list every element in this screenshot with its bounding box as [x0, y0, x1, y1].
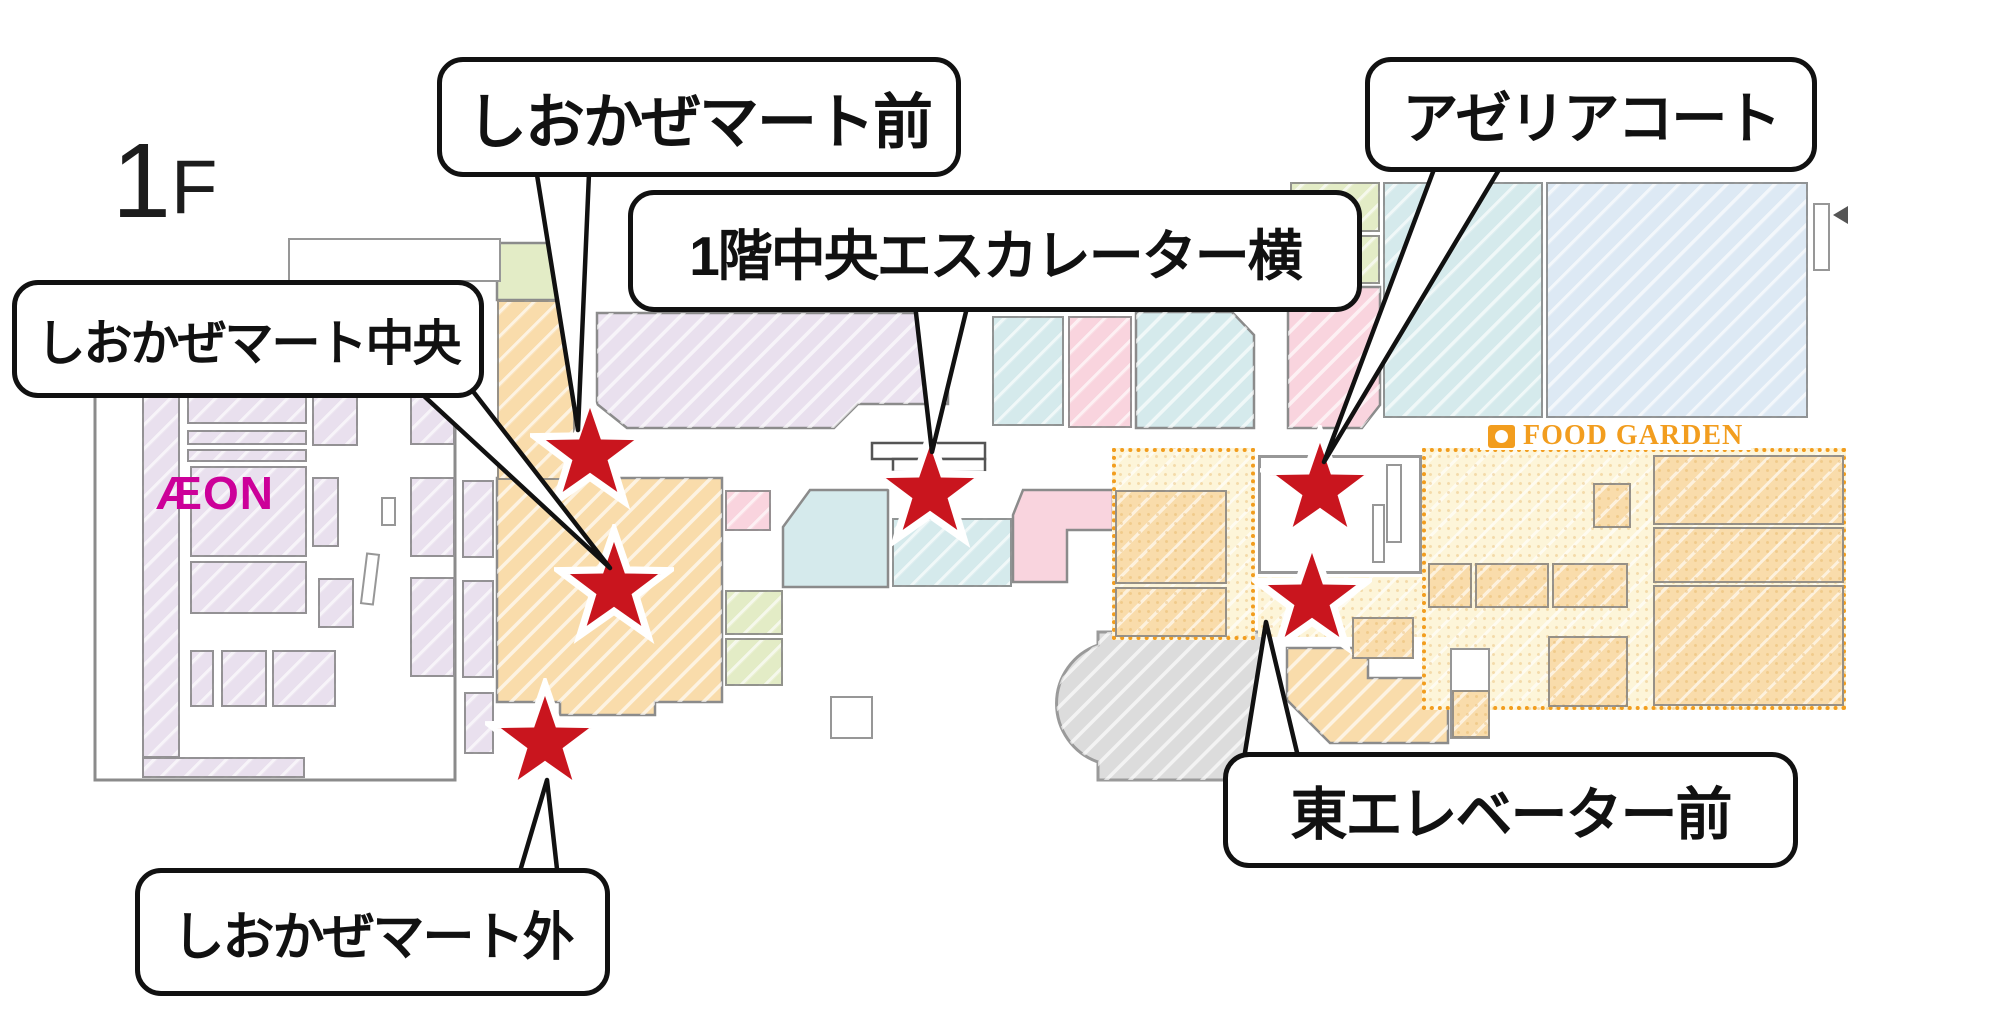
callout-shiokaze-mart-outside: しおかぜマート外	[135, 868, 610, 996]
map-block	[1011, 488, 1115, 584]
map-block	[1428, 563, 1472, 608]
map-block	[410, 392, 455, 445]
star-marker-shiokaze-mart-front	[530, 390, 650, 510]
callout-label: しおかぜマート前	[467, 88, 933, 156]
map-block	[318, 578, 354, 628]
map-block	[1475, 563, 1549, 608]
callout-shiokaze-mart-center: しおかぜマート中央	[12, 280, 484, 398]
map-block	[410, 477, 455, 557]
star-marker-east-elevator	[1252, 535, 1372, 655]
map-block	[190, 650, 214, 707]
map-block	[1115, 490, 1227, 584]
map-block	[1452, 690, 1490, 738]
map-block	[1383, 182, 1543, 418]
elevator-icon	[1372, 504, 1385, 563]
entrance-marker	[1813, 203, 1830, 271]
map-block	[410, 577, 455, 677]
aeon-logo: ÆON	[156, 467, 274, 519]
map-block	[495, 241, 577, 302]
star-marker-shiokaze-mart-outside	[485, 678, 605, 798]
map-block	[462, 580, 494, 678]
map-block	[1546, 182, 1808, 418]
star-marker-azalea-court	[1260, 425, 1380, 545]
callout-azalea-court: アゼリアコート	[1365, 57, 1817, 172]
map-block	[221, 650, 267, 707]
entrance-arrow-icon	[1833, 206, 1848, 224]
map-block	[725, 490, 771, 531]
callout-label: 東エレベーター前	[1290, 783, 1733, 847]
map-block	[312, 392, 358, 446]
map-block	[381, 497, 396, 526]
map-block	[725, 590, 783, 635]
map-block	[1653, 455, 1844, 525]
map-block	[142, 388, 180, 758]
map-block	[1653, 527, 1844, 583]
food-garden-icon	[1488, 424, 1515, 448]
callout-label: しおかぜマート外	[172, 908, 574, 967]
star-marker-escalator-side	[870, 428, 990, 548]
floor-number: 1	[112, 122, 171, 240]
map-block	[190, 561, 307, 614]
map-block	[830, 696, 873, 739]
callout-label: 1階中央エスカレーター横	[689, 225, 1303, 287]
map-block	[272, 650, 336, 707]
food-garden-label: FOOD GARDEN	[1480, 422, 1752, 450]
map-block	[462, 480, 494, 558]
callout-escalator-side: 1階中央エスカレーター横	[628, 190, 1362, 312]
map-block	[725, 638, 783, 686]
map-block	[288, 238, 501, 282]
floor-suffix: F	[170, 145, 217, 230]
map-block	[187, 449, 307, 462]
map-block	[992, 316, 1064, 426]
callout-label: しおかぜマート中央	[36, 316, 461, 371]
map-block	[781, 488, 890, 589]
map-block	[1068, 316, 1132, 428]
elevator-icon	[1386, 464, 1402, 543]
map-block	[190, 466, 307, 557]
map-block	[1593, 483, 1631, 528]
callout-shiokaze-mart-front: しおかぜマート前	[437, 57, 961, 177]
star-marker-shiokaze-mart-center	[554, 524, 674, 644]
map-block	[1653, 585, 1844, 706]
callout-label: アゼリアコート	[1402, 87, 1782, 150]
map-block	[312, 477, 339, 547]
map-block	[142, 757, 305, 778]
map-block	[1352, 617, 1414, 659]
map-block	[1115, 587, 1227, 637]
map-block	[187, 430, 307, 445]
map-block	[1548, 636, 1628, 707]
callout-east-elevator-front: 東エレベーター前	[1223, 752, 1798, 868]
map-block	[1552, 563, 1628, 608]
